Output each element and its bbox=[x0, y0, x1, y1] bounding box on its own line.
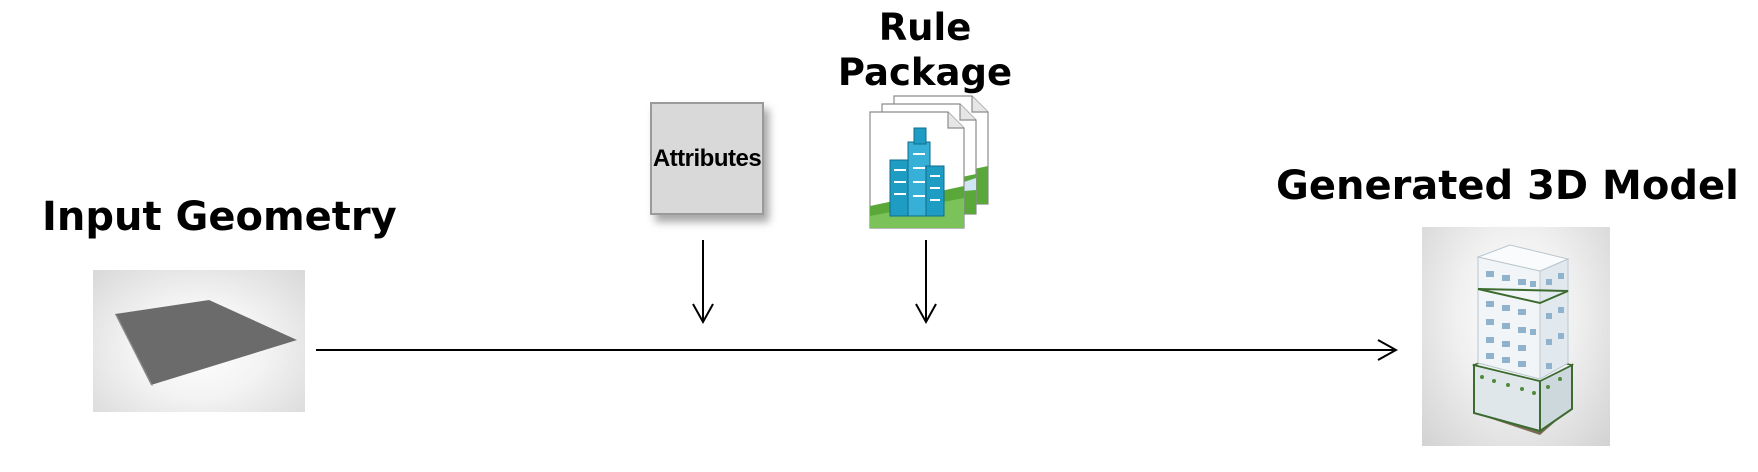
attributes-box: Attributes bbox=[650, 102, 764, 215]
input-geometry-title: Input Geometry bbox=[42, 194, 397, 240]
attributes-down-arrowhead bbox=[692, 303, 714, 325]
rule-package-icon bbox=[868, 94, 994, 232]
rule-package-title: Rule Package bbox=[820, 5, 1030, 95]
main-flow-arrowhead bbox=[1377, 339, 1399, 361]
rule-package-title-line2: Package bbox=[837, 51, 1013, 94]
generated-model-image bbox=[1422, 227, 1610, 446]
building-model-icon bbox=[1471, 244, 1575, 435]
input-geometry-image bbox=[93, 270, 305, 412]
rule-package-down-arrowhead bbox=[915, 303, 937, 325]
building-document-stack-icon bbox=[869, 95, 989, 229]
rule-package-title-line1: Rule bbox=[878, 6, 972, 49]
plane-shape-icon bbox=[115, 300, 297, 386]
attributes-label: Attributes bbox=[652, 144, 762, 172]
generated-model-title: Generated 3D Model bbox=[1276, 163, 1739, 209]
